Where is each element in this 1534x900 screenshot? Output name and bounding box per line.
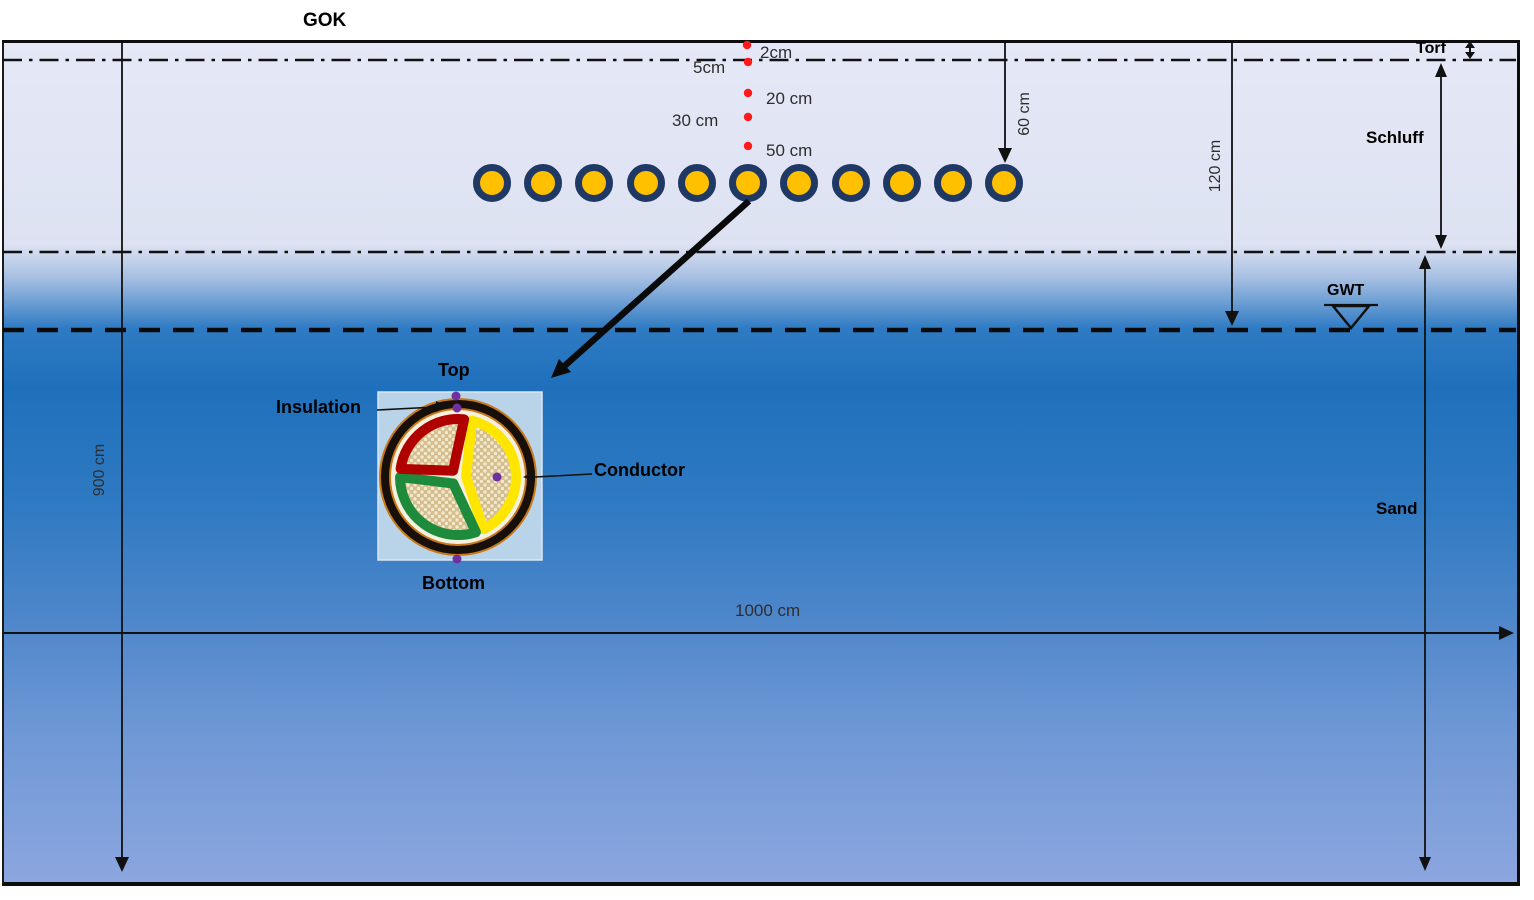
conductor-segment-red (395, 413, 470, 476)
insulation-pointer-line (376, 406, 437, 411)
layer-label-sand: Sand (1376, 499, 1418, 518)
dim-60cm-arrowhead (998, 148, 1012, 163)
cable-3 (575, 164, 613, 202)
sensor-dot-column (742, 40, 753, 151)
cable-6 (729, 164, 767, 202)
torf-extent-arrow-down (1465, 52, 1475, 59)
detail-label-top: Top (438, 360, 470, 380)
layer-label-schluff: Schluff (1366, 128, 1424, 147)
cable-detail-view (376, 391, 593, 564)
insulation-pointer-head (436, 401, 448, 412)
cable-8 (832, 164, 870, 202)
sand-extent-arrow-up (1419, 255, 1431, 269)
measure-point-bottom (452, 554, 462, 564)
cable-row (473, 164, 1023, 202)
zoom-arrow-line (557, 198, 752, 373)
dim-label-60cm: 60 cm (1016, 92, 1034, 136)
cable-9 (883, 164, 921, 202)
measure-point-top-outer (451, 391, 461, 401)
detail-label-bottom: Bottom (422, 573, 485, 593)
sensor-dot-50cm (743, 141, 753, 151)
sensor-depth-label-50cm: 50 cm (766, 141, 813, 160)
layer-label-torf: Torf (1416, 40, 1446, 57)
sensor-depth-label-2cm: 2cm (760, 43, 793, 62)
cable-11 (985, 164, 1023, 202)
schluff-extent-arrow-down (1435, 235, 1447, 249)
cable-5 (678, 164, 716, 202)
dim-label-900cm: 900 cm (91, 443, 109, 497)
dim-1000cm-arrowhead (1499, 626, 1514, 640)
dim-900cm-arrowhead (115, 857, 129, 872)
dim-120cm-arrowhead (1225, 311, 1239, 326)
cable-4 (627, 164, 665, 202)
sensor-dot-2cm (742, 40, 752, 50)
sensor-depth-label-20cm: 20 cm (766, 89, 813, 108)
cable-7 (780, 164, 818, 202)
cable-10 (934, 164, 972, 202)
measure-point-conductor (492, 472, 502, 482)
zoom-arrow-head (551, 359, 571, 378)
detail-label-insulation: Insulation (276, 397, 361, 417)
sensor-depth-label-5cm: 5cm (693, 58, 726, 77)
conductor-segment-green (395, 472, 481, 541)
sensor-dot-30cm (743, 112, 753, 122)
conductor-segment-yellow (461, 415, 521, 535)
dim-label-120cm: 120 cm (1207, 139, 1225, 193)
sensor-dot-20cm (743, 88, 753, 98)
measure-point-top (452, 403, 462, 413)
sensor-dot-5cm (743, 57, 753, 67)
sensor-depth-label-30cm: 30 cm (672, 111, 719, 130)
gwt-triangle-icon (1330, 304, 1372, 330)
schluff-extent-arrow-up (1435, 63, 1447, 77)
dim-label-1000cm: 1000 cm (735, 601, 801, 620)
cable-1 (473, 164, 511, 202)
sand-extent-arrow-down (1419, 857, 1431, 871)
groundwater-label-gwt: GWT (1327, 282, 1365, 299)
detail-label-conductor: Conductor (594, 460, 685, 480)
conductor-pointer-line (534, 473, 593, 478)
cable-2 (524, 164, 562, 202)
conductor-pointer-head (523, 471, 535, 482)
surface-label-gok: GOK (303, 10, 347, 31)
torf-extent-arrow-up (1465, 41, 1475, 48)
